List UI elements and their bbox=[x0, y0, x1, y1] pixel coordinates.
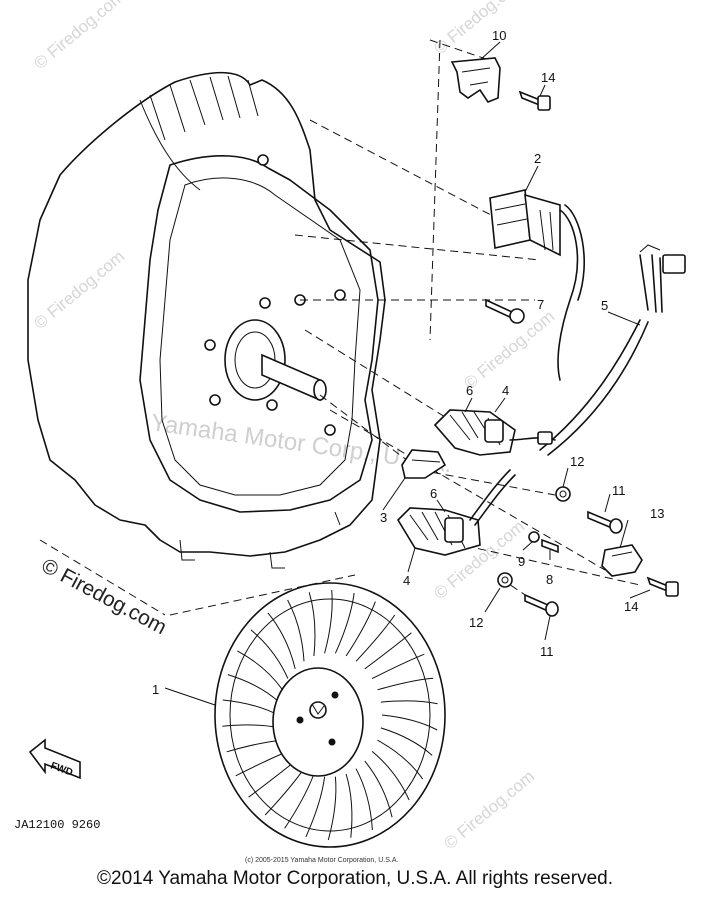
callout-8: 8 bbox=[546, 572, 553, 587]
flywheel-fin bbox=[287, 599, 305, 662]
part-5-wire-lead bbox=[539, 244, 686, 456]
callout-leaders bbox=[164, 41, 651, 706]
watermark-text: © Firedog.com bbox=[430, 0, 528, 58]
part-2-connector-block bbox=[489, 189, 585, 381]
firedog-watermark-logo: © Firedog.com bbox=[38, 554, 171, 639]
callout-labels: 10 14 2 7 5 6 4 12 3 6 11 13 9 8 4 12 14… bbox=[152, 28, 664, 697]
watermark-text: © Firedog.com bbox=[30, 0, 128, 73]
flywheel-fin bbox=[380, 727, 433, 756]
part-13-clamp bbox=[601, 544, 643, 577]
flywheel-fin bbox=[364, 760, 393, 818]
callout-5: 5 bbox=[601, 298, 608, 313]
fwd-arrow-icon: FWD bbox=[28, 738, 81, 780]
part-11-screw-lower bbox=[524, 593, 559, 617]
callout-9: 9 bbox=[518, 554, 525, 569]
flywheel-fin bbox=[377, 677, 434, 691]
flywheel-fin bbox=[345, 601, 376, 657]
part-10-bracket bbox=[450, 57, 501, 103]
exploded-parts-diagram: © Firedog.com © Firedog.com © Firedog.co… bbox=[14, 0, 686, 864]
callout-1: 1 bbox=[152, 682, 159, 697]
callout-14: 14 bbox=[541, 70, 555, 85]
part-4-6-upper-coil bbox=[433, 409, 556, 456]
flywheel-fin bbox=[284, 773, 315, 829]
flywheel-fin bbox=[305, 776, 326, 838]
callout-7: 7 bbox=[537, 297, 544, 312]
flywheel-fin bbox=[364, 632, 412, 670]
watermark-text: © Firedog.com bbox=[440, 767, 538, 853]
flywheel-fin bbox=[227, 674, 280, 703]
flywheel-fin bbox=[381, 714, 438, 731]
flywheel-fin bbox=[355, 614, 396, 662]
flywheel-fin bbox=[371, 751, 410, 801]
assembly-leader-lines bbox=[39, 39, 641, 616]
callout-11: 11 bbox=[540, 644, 554, 659]
callout-6: 6 bbox=[466, 383, 473, 398]
diagram-code: JA12100 9260 bbox=[14, 818, 100, 832]
engine-crankcase bbox=[27, 71, 386, 569]
flywheel-fin bbox=[250, 629, 289, 679]
flywheel-fin bbox=[377, 739, 424, 780]
copyright-footer: ©2014 Yamaha Motor Corporation, U.S.A. A… bbox=[97, 868, 613, 889]
part-8-screw bbox=[541, 538, 559, 554]
part-14-bolt-lower bbox=[646, 576, 679, 597]
part-12-nut-lower bbox=[497, 572, 513, 588]
part-1-flywheel bbox=[214, 582, 446, 848]
part-7-screw bbox=[485, 298, 525, 324]
callout-12: 12 bbox=[469, 615, 483, 630]
flywheel-fin bbox=[371, 653, 425, 680]
part-9-washer bbox=[528, 531, 540, 543]
callout-12: 12 bbox=[570, 454, 584, 469]
callout-2: 2 bbox=[534, 151, 541, 166]
flywheel-fin bbox=[334, 593, 355, 654]
callout-3: 3 bbox=[380, 510, 387, 525]
small-copyright: (c) 2005-2015 Yamaha Motor Corporation, … bbox=[245, 857, 398, 864]
callout-11: 11 bbox=[612, 483, 626, 498]
part-11-screw-upper bbox=[587, 510, 623, 534]
flywheel-fin bbox=[324, 589, 333, 654]
callout-4: 4 bbox=[403, 573, 410, 588]
callout-13: 13 bbox=[650, 506, 664, 521]
flywheel-fin bbox=[327, 776, 337, 841]
part-4-6-lower-coil bbox=[396, 469, 516, 556]
callout-6: 6 bbox=[430, 486, 437, 501]
flywheel-fin bbox=[380, 700, 438, 705]
flywheel-fin bbox=[308, 592, 316, 657]
watermark-text: © Firedog.com bbox=[460, 307, 558, 393]
part-12-nut-upper bbox=[555, 486, 571, 502]
callout-4: 4 bbox=[502, 383, 509, 398]
callout-10: 10 bbox=[492, 28, 506, 43]
flywheel-fin bbox=[355, 768, 373, 831]
flywheel-fin bbox=[345, 773, 353, 838]
flywheel-fin bbox=[237, 650, 283, 691]
flywheel-fin bbox=[267, 612, 296, 670]
part-14-bolt-upper bbox=[518, 90, 551, 111]
callout-14: 14 bbox=[624, 599, 638, 614]
watermark-text: © Firedog.com bbox=[30, 247, 128, 333]
